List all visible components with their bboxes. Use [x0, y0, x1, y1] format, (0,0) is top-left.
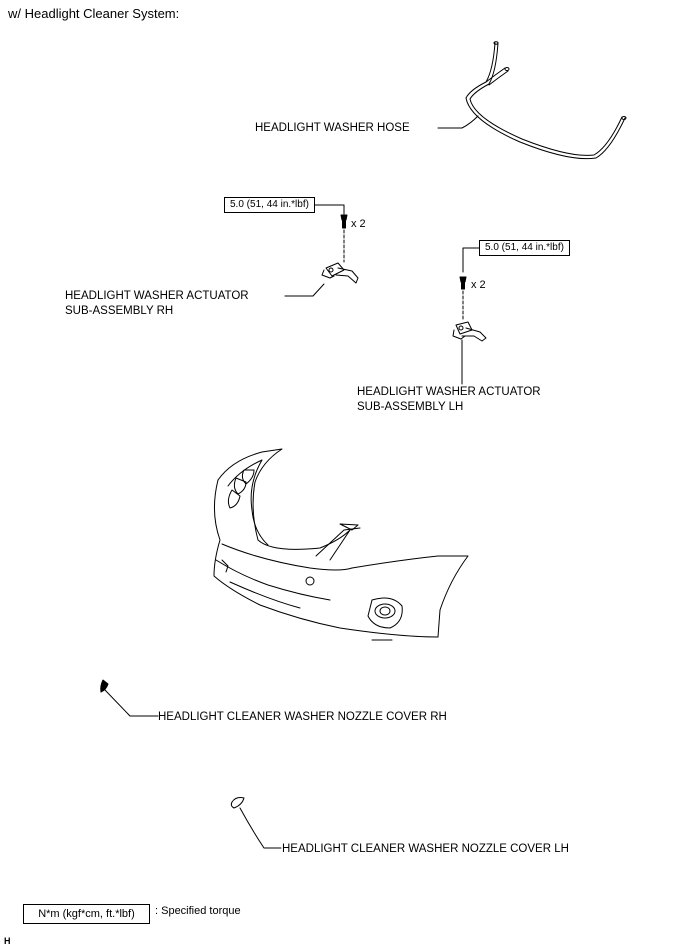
- bolt-lh-drawing: [459, 276, 467, 290]
- label-actuator-lh-line2: SUB-ASSEMBLY LH: [357, 401, 464, 413]
- label-nozzle-cover-rh: HEADLIGHT CLEANER WASHER NOZZLE COVER RH: [158, 711, 447, 723]
- label-actuator-lh-line1: HEADLIGHT WASHER ACTUATOR: [357, 386, 541, 398]
- front-bumper-drawing: [213, 448, 469, 641]
- washer-hose-drawing: [437, 41, 627, 160]
- bolt-quantity-rh: x 2: [351, 218, 366, 230]
- torque-box-lh: 5.0 (51, 44 in.*lbf): [479, 240, 570, 256]
- actuator-rh-drawing: [284, 262, 359, 297]
- bolt-quantity-lh: x 2: [471, 279, 486, 291]
- legend-torque-text: : Specified torque: [155, 905, 241, 917]
- bolt-rh-drawing: [340, 214, 348, 229]
- label-nozzle-cover-lh: HEADLIGHT CLEANER WASHER NOZZLE COVER LH: [282, 843, 569, 855]
- page-title: w/ Headlight Cleaner System:: [8, 6, 180, 21]
- legend-torque-box: N*m (kgf*cm, ft.*lbf): [23, 904, 150, 924]
- nozzle-cover-lh-drawing: [230, 797, 282, 849]
- label-washer-hose: HEADLIGHT WASHER HOSE: [255, 122, 410, 134]
- nozzle-cover-rh-drawing: [100, 679, 159, 717]
- torque-box-rh: 5.0 (51, 44 in.*lbf): [224, 197, 315, 213]
- label-actuator-rh-line1: HEADLIGHT WASHER ACTUATOR: [65, 290, 249, 302]
- label-actuator-rh-line2: SUB-ASSEMBLY RH: [65, 305, 174, 317]
- illustration-code: H: [4, 936, 11, 946]
- actuator-lh-drawing: [452, 321, 487, 385]
